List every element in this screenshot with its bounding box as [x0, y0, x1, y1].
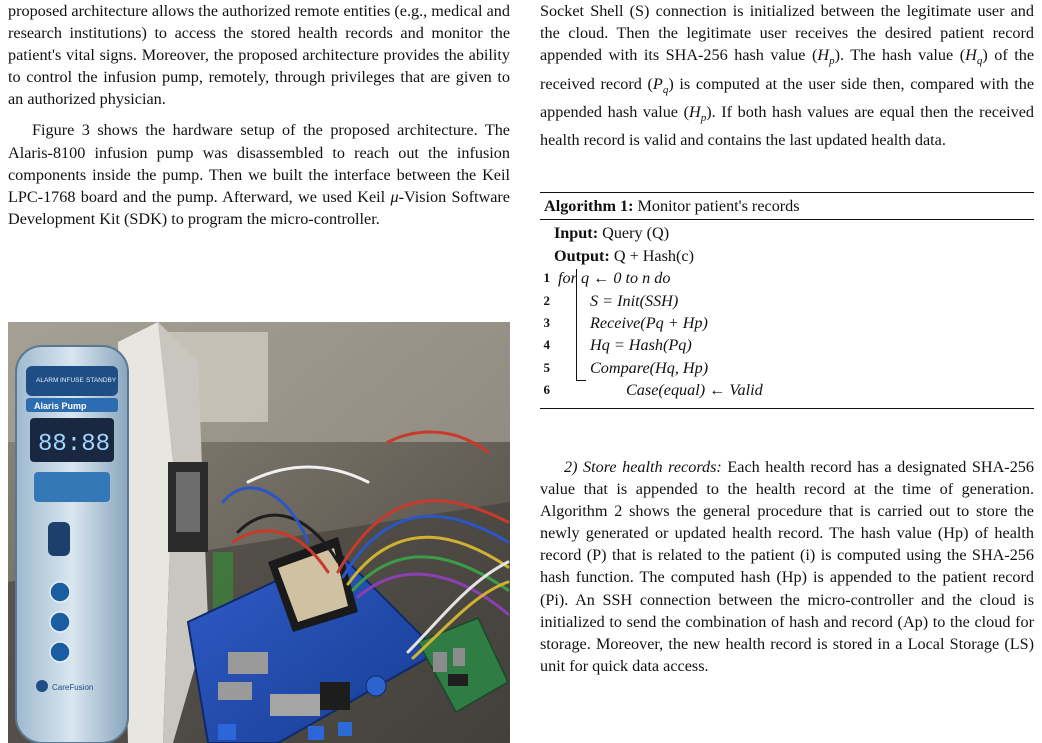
line-number: 3: [543, 314, 551, 330]
section-heading: 2) Store health records:: [564, 458, 722, 476]
hardware-setup-photo: ALARM INFUSE STANDBY Alaris Pump 88:88 C…: [8, 322, 510, 743]
infusion-pump: ALARM INFUSE STANDBY Alaris Pump 88:88 C…: [15, 345, 129, 743]
left-column: proposed architecture allows the authori…: [8, 0, 510, 230]
line-code: Case(equal) ← Valid: [626, 381, 763, 400]
algorithm-line: 4 Hq = Hash(Pq): [540, 334, 1034, 356]
algorithm-line: 1 for q ← 0 to n do: [540, 267, 1034, 289]
mu-symbol: μ: [390, 187, 399, 206]
line-code: Compare(Hq, Hp): [590, 358, 709, 377]
algorithm-line: 3 Receive(Pq + Hp): [540, 312, 1034, 334]
right-column-bottom: 2) Store health records: Each health rec…: [540, 456, 1034, 677]
right-paragraph-2: 2) Store health records: Each health rec…: [540, 456, 1034, 677]
right-paragraph-1-text-e: ). If both hash values are equal then th…: [540, 102, 1034, 150]
pump-standby-label: STANDBY: [86, 377, 117, 384]
right-paragraph-1: Socket Shell (S) connection is initializ…: [540, 2, 1034, 150]
left-paragraph-2-text-b: -Vision Software Development Kit (SDK) t…: [8, 187, 510, 228]
algorithm-output-text: Q + Hash(c): [609, 246, 694, 265]
right-column-top: Socket Shell (S) connection is initializ…: [540, 0, 1034, 151]
line-code: Hq = Hash(Pq): [590, 336, 692, 355]
algorithm-output: Output: Q + Hash(c): [540, 245, 1034, 267]
line-number: 5: [543, 359, 551, 375]
left-paragraph-2-text-a: Figure 3 shows the hardware setup of the…: [8, 121, 510, 206]
line-code: S = Init(SSH): [590, 291, 679, 310]
line-code: Receive(Pq + Hp): [590, 313, 708, 332]
loop-bracket-foot: [576, 380, 586, 382]
right-paragraph-1-text-c: ) of the received record (: [540, 46, 1034, 93]
left-paragraph-2: Figure 3 shows the hardware setup of the…: [8, 119, 510, 229]
line-number: 6: [543, 382, 551, 398]
motor-driver-board: [416, 617, 509, 714]
algorithm-line: 2 S = Init(SSH): [540, 290, 1034, 312]
algorithm-output-label: Output:: [554, 246, 610, 265]
algorithm-line: 6 Case(equal) ← Valid: [540, 379, 1034, 401]
algorithm-input-label: Input:: [554, 224, 599, 243]
line-number: 1: [543, 270, 551, 286]
right-paragraph-2-text: Each health record has a designated SHA-…: [540, 458, 1034, 675]
line-number: 4: [543, 337, 551, 353]
left-paragraph-1: proposed architecture allows the authori…: [8, 2, 510, 109]
pump-maker-label: CareFusion: [52, 683, 93, 692]
algorithm-title-label: Algorithm 1:: [544, 197, 634, 215]
pump-infuse-label: INFUSE: [60, 377, 85, 384]
line-code: for q ← 0 to n do: [558, 269, 671, 288]
keil-lpc1768-board: [186, 537, 440, 743]
pump-brand-label: Alaris Pump: [34, 401, 87, 411]
right-paragraph-1-text-b: ). The hash value (: [834, 46, 966, 65]
right-paragraph-1-text-a: Socket Shell (S) connection is initializ…: [540, 2, 1034, 65]
pump-alarm-label: ALARM: [36, 377, 58, 384]
algorithm-input-text: Query (Q): [598, 224, 670, 243]
algorithm-title-text: Monitor patient's records: [633, 197, 800, 215]
algorithm-body: Input: Query (Q) Output: Q + Hash(c) 1 fo…: [540, 220, 1034, 407]
line-number: 2: [543, 292, 551, 308]
loop-bracket: [576, 269, 577, 382]
algorithm-1-box: Algorithm 1: Monitor patient's records I…: [540, 192, 1034, 409]
pump-display: 88:88: [38, 431, 110, 458]
algorithm-line: 5 Compare(Hq, Hp): [540, 357, 1034, 379]
algorithm-title: Algorithm 1: Monitor patient's records: [540, 193, 1034, 221]
algorithm-input: Input: Query (Q): [540, 222, 1034, 244]
right-paragraph-1-text-d: ) is computed at the user side then, com…: [540, 74, 1034, 121]
